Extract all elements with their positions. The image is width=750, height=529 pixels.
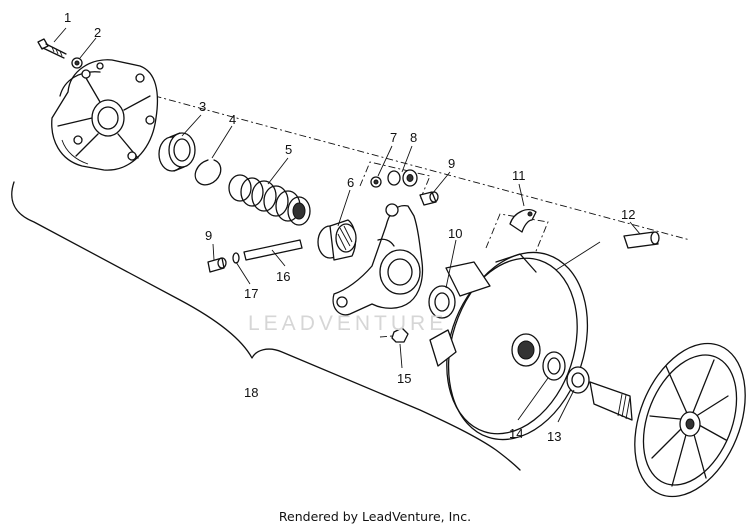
part-9-cap-upper: [419, 191, 439, 206]
part-17-o-ring: [232, 252, 240, 264]
part-3-bushing: [158, 132, 196, 172]
callout-14: 14: [509, 426, 523, 441]
callout-labels: 1 2 3 4 5 6 7 8 9 10 11 12 13 14 15 16 1…: [64, 10, 635, 444]
callout-7: 7: [390, 130, 397, 145]
assembly-brace-18: [11, 181, 521, 471]
leader-lines: [53, 27, 641, 423]
callout-8: 8: [410, 130, 417, 145]
callout-4: 4: [229, 112, 236, 127]
part-5-spring: [228, 174, 311, 226]
callout-2: 2: [94, 25, 101, 40]
part-15-nut: [379, 327, 409, 343]
callout-17: 17: [244, 286, 258, 301]
watermark-text: LEADVENTURE: [248, 312, 448, 335]
part-9-cap-lower: [207, 257, 227, 273]
callout-6: 6: [347, 175, 354, 190]
callout-15: 15: [397, 371, 411, 386]
callout-1: 1: [64, 10, 71, 25]
spider-arm: [332, 203, 424, 316]
fixed-sheave: [589, 342, 746, 498]
callout-3: 3: [199, 99, 206, 114]
center-axis-line: [139, 91, 691, 241]
footer-credit: Rendered by LeadVenture, Inc.: [278, 509, 472, 524]
parts-7-8-rollers: [359, 161, 431, 201]
part-13-washer: [566, 366, 590, 394]
callout-12: 12: [621, 207, 635, 222]
part-14-bushing: [542, 351, 566, 381]
part-11-bracket: [485, 209, 549, 257]
part-6-roller: [317, 219, 357, 261]
callout-9-lower: 9: [205, 228, 212, 243]
part-16-pin: [243, 239, 303, 261]
part-4-snap-ring: [194, 159, 222, 186]
callout-10: 10: [448, 226, 462, 241]
part-10-washer: [428, 285, 456, 319]
callout-5: 5: [285, 142, 292, 157]
callout-9-upper: 9: [448, 156, 455, 171]
part-12-pin: [623, 231, 660, 249]
part-2-washer: [71, 57, 83, 69]
moveable-sheave: [429, 251, 589, 441]
callout-13: 13: [547, 429, 561, 444]
callout-18: 18: [244, 385, 258, 400]
part-1-bolt: [37, 38, 67, 59]
cover-plate: [51, 59, 159, 171]
callout-11: 11: [512, 168, 526, 183]
callout-16: 16: [276, 269, 290, 284]
